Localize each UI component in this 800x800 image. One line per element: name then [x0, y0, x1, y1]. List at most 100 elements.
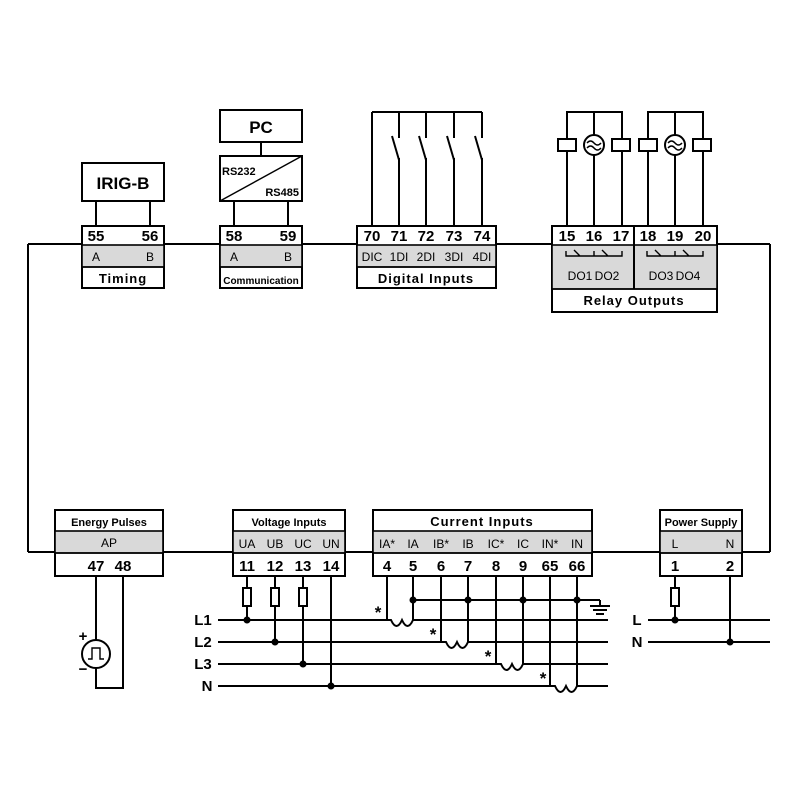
energy-pulses-block: Energy Pulses AP 47 48 + −: [54, 509, 164, 689]
relay-sub-do1: DO1: [568, 269, 593, 283]
terminal-48: 48: [115, 558, 132, 575]
current-sub-ic-star: IC*: [488, 537, 505, 551]
current-sub-ia-star: IA*: [379, 537, 395, 551]
terminal-71: 71: [391, 228, 408, 245]
terminal-2: 2: [726, 558, 734, 575]
fuse-uc: [298, 587, 308, 607]
irig-b-title: IRIG-B: [97, 174, 150, 193]
terminal-55: 55: [88, 228, 105, 245]
current-sub-ia: IA: [407, 537, 418, 551]
terminal-12: 12: [267, 558, 284, 575]
di-sub-dic: DIC: [362, 250, 383, 264]
ac-source-1-icon: [583, 134, 605, 156]
comm-sub-a: A: [230, 250, 238, 264]
current-sub-in-star: IN*: [542, 537, 559, 551]
voltage-inputs-block: Voltage Inputs UA UB UC UN 11 12 13 14: [232, 509, 346, 690]
current-sub-ib-star: IB*: [433, 537, 449, 551]
line-n-label: N: [202, 678, 213, 695]
line-l1-label: L1: [194, 612, 212, 629]
terminal-65: 65: [542, 558, 559, 575]
relay-sub-do4: DO4: [676, 269, 701, 283]
pulse-plus: +: [79, 628, 88, 645]
load-4: [692, 138, 712, 152]
load-2: [611, 138, 631, 152]
power-sub-n: N: [726, 537, 735, 551]
fuse-ua: [242, 587, 252, 607]
terminal-11: 11: [239, 558, 255, 575]
energy-sub-ap: AP: [101, 536, 117, 550]
terminal-7: 7: [464, 558, 472, 575]
terminal-9: 9: [519, 558, 527, 575]
terminal-66: 66: [569, 558, 586, 575]
device-outline: [27, 243, 771, 553]
ct-l1-polarity: *: [375, 603, 382, 622]
relay-sub-do3: DO3: [649, 269, 674, 283]
terminal-70: 70: [364, 228, 381, 245]
terminal-6: 6: [437, 558, 445, 575]
terminal-16: 16: [586, 228, 603, 245]
timing-sub-b: B: [146, 250, 154, 264]
rs485-label: RS485: [265, 187, 299, 199]
terminal-17: 17: [613, 228, 630, 245]
pulse-counter-icon: [81, 639, 111, 669]
line-l2-label: L2: [194, 634, 212, 651]
terminal-72: 72: [418, 228, 435, 245]
relay-outputs-label: Relay Outputs: [583, 293, 684, 308]
terminal-5: 5: [409, 558, 417, 575]
di-sub-3di: 3DI: [445, 250, 464, 264]
comm-sub-b: B: [284, 250, 292, 264]
terminal-13: 13: [295, 558, 312, 575]
current-sub-ib: IB: [462, 537, 473, 551]
digital-inputs-block: 70 71 72 73 74 DIC 1DI 2DI 3DI 4DI Digit…: [356, 111, 497, 289]
di-sub-2di: 2DI: [417, 250, 436, 264]
terminal-4: 4: [383, 558, 392, 575]
current-inputs-label: Current Inputs: [430, 514, 534, 529]
voltage-sub-ua: UA: [239, 537, 256, 551]
timing-label: Timing: [99, 271, 147, 286]
ct-l2-polarity: *: [430, 625, 437, 644]
timing-sub-a: A: [92, 250, 100, 264]
terminal-19: 19: [667, 228, 684, 245]
di-switch-2: [418, 112, 427, 226]
ground-icon: [590, 600, 610, 615]
di-switch-3: [446, 112, 455, 226]
di-sub-1di: 1DI: [390, 250, 409, 264]
timing-block: IRIG-B 55 56 A B Timing: [81, 162, 165, 289]
load-3: [638, 138, 658, 152]
terminal-74: 74: [474, 228, 491, 245]
relay-sub-do2: DO2: [595, 269, 620, 283]
ct-n: [550, 683, 578, 693]
voltage-sub-ub: UB: [267, 537, 284, 551]
current-sub-in: IN: [571, 537, 583, 551]
power-sub-l: L: [672, 537, 679, 551]
terminal-73: 73: [446, 228, 463, 245]
ac-source-2-icon: [664, 134, 686, 156]
supply-label-n: N: [632, 634, 643, 651]
ct-n-polarity: *: [540, 669, 547, 688]
pulse-minus: −: [79, 661, 88, 678]
irig-b-box: [81, 162, 165, 202]
power-supply-block: Power Supply L N 1 2 L N: [632, 509, 770, 651]
fuse-power: [670, 587, 680, 607]
ct-l3: [496, 661, 524, 671]
terminal-8: 8: [492, 558, 500, 575]
energy-pulses-label: Energy Pulses: [71, 517, 147, 529]
voltage-sub-un: UN: [322, 537, 339, 551]
terminal-56: 56: [142, 228, 159, 245]
terminal-15: 15: [559, 228, 576, 245]
communication-block: PC RS232 RS485 58 59 A B Communication: [219, 109, 303, 289]
di-switch-4: [474, 112, 483, 226]
power-supply-label: Power Supply: [665, 517, 739, 529]
terminal-58: 58: [226, 228, 243, 245]
di-switch-1: [391, 112, 400, 226]
terminal-1: 1: [671, 558, 679, 575]
ct-l2: [441, 639, 469, 649]
pc-box: [219, 109, 303, 143]
current-inputs-block: Current Inputs IA* IA IB* IB IC* IC IN* …: [372, 509, 610, 693]
rs232-label: RS232: [222, 166, 256, 178]
terminal-20: 20: [695, 228, 712, 245]
voltage-inputs-label: Voltage Inputs: [252, 517, 327, 529]
terminal-59: 59: [280, 228, 297, 245]
current-sub-ic: IC: [517, 537, 529, 551]
